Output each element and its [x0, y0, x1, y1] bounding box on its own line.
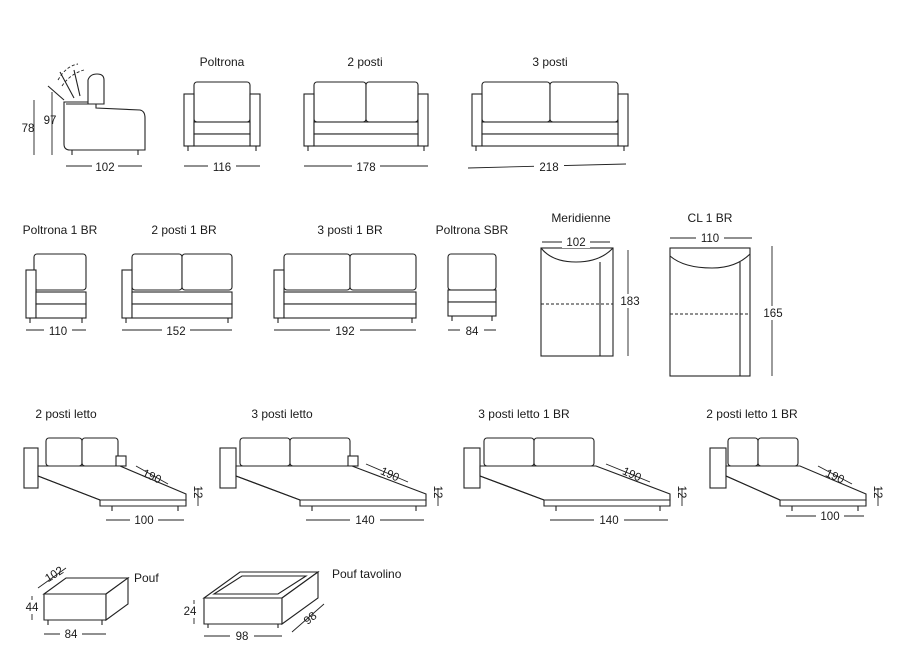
posti3-1br-label: 3 posti 1 BR [317, 223, 383, 237]
letto2-height-dim: 12 [191, 486, 203, 499]
pouf-tavolino-width-dim: 98 [236, 631, 249, 643]
letto3-1br-label: 3 posti letto 1 BR [478, 407, 570, 421]
meridienne-drawing [540, 241, 629, 357]
letto2-1br-drawing [709, 437, 879, 517]
pouf-width-dim: 84 [65, 629, 78, 641]
letto3-height-dim: 12 [431, 486, 443, 499]
side-height-back-dim: 97 [44, 115, 57, 127]
letto3-1br-height-dim: 12 [675, 486, 687, 499]
poltrona-sbr-label: Poltrona SBR [436, 223, 509, 237]
posti2-1br-width-dim: 152 [166, 326, 185, 338]
posti2-1br-label: 2 posti 1 BR [151, 223, 217, 237]
side-profile-drawing [33, 63, 146, 167]
poltrona-sbr-width-dim: 84 [466, 326, 479, 338]
side-height-dim: 78 [22, 123, 35, 135]
poltrona-sbr-drawing [447, 253, 497, 331]
posti3-1br-drawing [273, 253, 417, 331]
poltrona-label: Poltrona [200, 55, 245, 69]
meridienne-length-dim: 183 [620, 296, 639, 308]
pouf-drawing [31, 567, 130, 635]
pouf-tavolino-label: Pouf tavolino [332, 567, 402, 581]
letto2-drawing [23, 437, 199, 521]
poltrona1br-drawing [25, 253, 87, 331]
pouf-tavolino-depth-dim: 98 [302, 610, 320, 627]
poltrona-drawing [183, 81, 261, 167]
cl1br-length-dim: 165 [763, 308, 782, 320]
posti2-width-dim: 178 [356, 162, 375, 174]
posti2-1br-drawing [121, 253, 233, 331]
side-depth-dim: 102 [95, 162, 114, 174]
pouf-label: Pouf [134, 571, 159, 585]
posti3-1br-width-dim: 192 [335, 326, 354, 338]
cl1br-label: CL 1 BR [688, 211, 733, 225]
posti2-drawing [303, 81, 429, 167]
pouf-height-dim: 44 [26, 602, 39, 614]
letto2-1br-width-dim: 100 [820, 511, 839, 523]
meridienne-label: Meridienne [551, 211, 611, 225]
letto2-1br-height-dim: 12 [871, 486, 883, 499]
poltrona1br-width-dim: 110 [49, 326, 67, 338]
letto3-width-dim: 140 [355, 515, 374, 527]
posti3-width-dim: 218 [539, 162, 558, 174]
letto3-1br-width-dim: 140 [599, 515, 618, 527]
posti3-drawing [467, 81, 629, 169]
cl1br-drawing [669, 237, 773, 377]
cl1br-width-dim: 110 [701, 233, 719, 245]
poltrona-width-dim: 116 [213, 162, 231, 174]
letto3-drawing [219, 437, 439, 521]
posti3-label: 3 posti [532, 55, 567, 69]
letto3-1br-drawing [463, 437, 683, 521]
letto3-label: 3 posti letto [251, 407, 313, 421]
letto2-1br-label: 2 posti letto 1 BR [706, 407, 798, 421]
letto2-label: 2 posti letto [35, 407, 97, 421]
letto2-width-dim: 100 [134, 515, 153, 527]
posti2-label: 2 posti [347, 55, 382, 69]
pouf-tavolino-height-dim: 24 [184, 606, 197, 618]
poltrona1br-label: Poltrona 1 BR [23, 223, 98, 237]
pouf-tavolino-drawing [193, 570, 325, 637]
meridienne-width-dim: 102 [566, 237, 585, 249]
